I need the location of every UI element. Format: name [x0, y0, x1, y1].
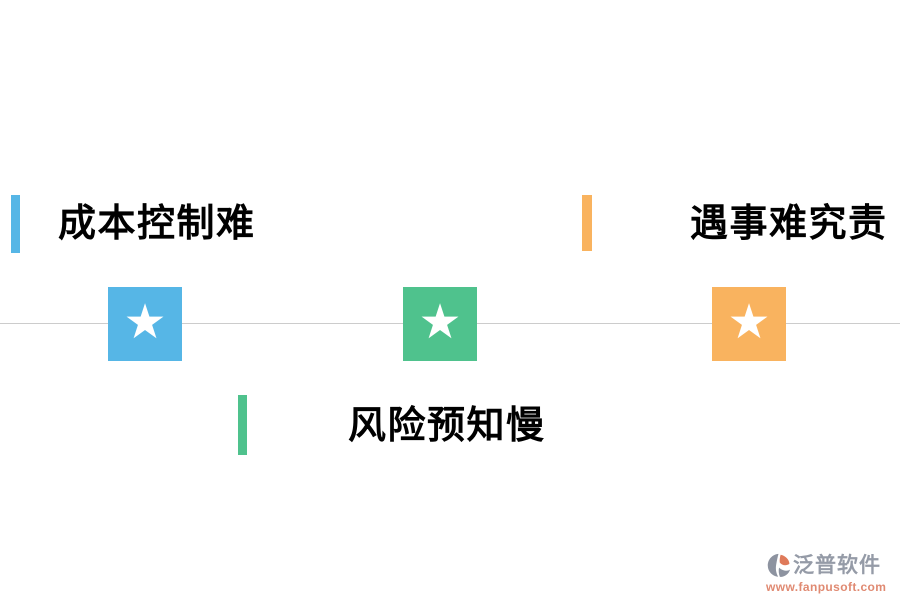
accent-bar-accountability — [582, 195, 592, 251]
callout-label-risk: 风险预知慢 — [348, 405, 546, 447]
watermark: 泛普软件 www.fanpusoft.com — [766, 553, 898, 593]
logo-gray-swoosh — [767, 553, 779, 577]
logo-orange-leaf — [779, 554, 790, 566]
star-icon: ★ — [418, 294, 462, 350]
callout-label-accountability: 遇事难究责 — [690, 203, 888, 245]
star-icon: ★ — [123, 294, 167, 350]
accent-bar-cost — [11, 195, 20, 253]
milestone-badge-risk: ★ — [403, 287, 477, 361]
callout-label-cost: 成本控制难 — [58, 203, 256, 245]
watermark-url-text: www.fanpusoft.com — [766, 580, 887, 594]
milestone-badge-accountability: ★ — [712, 287, 786, 361]
milestone-badge-cost: ★ — [108, 287, 182, 361]
fanpu-logo-icon — [767, 553, 791, 577]
watermark-brand-text: 泛普软件 — [793, 554, 881, 577]
accent-bar-risk — [238, 395, 247, 455]
logo-gray-tail — [778, 567, 791, 577]
star-icon: ★ — [727, 294, 771, 350]
